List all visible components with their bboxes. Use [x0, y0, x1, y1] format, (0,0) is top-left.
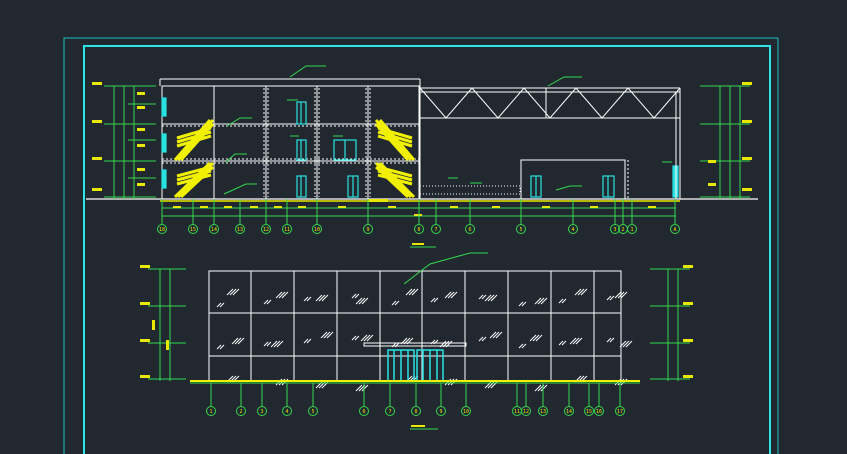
axis-top-bubble	[431, 224, 441, 234]
axis-bottom-label: 4	[285, 409, 288, 415]
axis-top-bubble	[157, 224, 167, 234]
elevation-title	[410, 425, 438, 430]
axis-bottom-bubble	[206, 406, 216, 416]
axis-top-label: 3	[613, 227, 616, 233]
axis-top-bubble	[261, 224, 271, 234]
section-view: 18 15 14 13 12 11 10 9 8 7 6 5 4 321 A	[86, 65, 758, 248]
axis-top-label: 15	[190, 227, 196, 233]
axis-top-label: 4	[571, 227, 574, 233]
axis-bottom-label: 2	[239, 409, 242, 415]
axis-top-label: 2	[621, 227, 624, 233]
axis-bottom-label: 8	[414, 409, 417, 415]
axis-top-bubble	[188, 224, 198, 234]
axis-top-bubble	[209, 224, 219, 234]
axis-bottom-bubble	[385, 406, 395, 416]
inner-frame	[83, 45, 771, 454]
axis-top-bubble	[568, 224, 578, 234]
axis-top-label: 10	[314, 227, 320, 233]
axis-bottom-label: 3	[260, 409, 263, 415]
axis-top-label: 12	[263, 227, 269, 233]
axis-top-label: A	[673, 227, 676, 233]
axis-bottom-bubble	[308, 406, 318, 416]
axis-top-label: 1	[630, 227, 633, 233]
axis-top-bubble	[363, 224, 373, 234]
annotation-leaders	[223, 65, 672, 195]
axis-bottom-bubble	[411, 406, 421, 416]
axis-top-bubble	[610, 224, 620, 234]
axis-top-bubble	[627, 224, 637, 234]
entrance-canopy	[363, 342, 467, 347]
axis-bottom-bubble	[594, 406, 604, 416]
axis-bottom-label: 12	[523, 409, 529, 415]
axis-bottom-bubble	[461, 406, 471, 416]
axis-bottom-label: 13	[540, 409, 546, 415]
axis-bottom-bubble	[615, 406, 625, 416]
axis-bottom-label: 1	[209, 409, 212, 415]
axis-bottom-bubble	[359, 406, 369, 416]
axis-top-bubble	[670, 224, 680, 234]
axis-bottom-bubble	[564, 406, 574, 416]
glass-reflection-marks	[216, 288, 633, 392]
axis-top-bubble	[235, 224, 245, 234]
axis-bottom-label: 17	[617, 409, 623, 415]
axis-top-label: 9	[366, 227, 369, 233]
outer-frame	[63, 37, 779, 454]
axis-top-bubble	[465, 224, 475, 234]
axis-top-bubble	[312, 224, 322, 234]
axis-bottom-label: 14	[566, 409, 572, 415]
axis-bottom-label: 11	[514, 409, 520, 415]
axis-bottom-bubble	[257, 406, 267, 416]
curtain-wall	[208, 270, 622, 382]
entrance-doors	[387, 349, 444, 382]
axis-top-label: 6	[468, 227, 471, 233]
axis-top-label: 18	[159, 227, 165, 233]
axis-top-label: 13	[237, 227, 243, 233]
elevation-level-marks-right	[650, 268, 690, 381]
elevation-level-marks-left	[148, 268, 186, 381]
staircase-left	[173, 119, 215, 199]
axis-bottom-bubble	[282, 406, 292, 416]
axis-bottom-bubble	[436, 406, 446, 416]
axis-bottom-label: 15	[586, 409, 592, 415]
axis-top-bubble	[282, 224, 292, 234]
axis-bottom-label: 7	[388, 409, 391, 415]
axis-top-label: 5	[519, 227, 522, 233]
level-marks-right	[700, 85, 750, 199]
axis-bottom-label: 5	[311, 409, 314, 415]
axis-bottom-label: 10	[463, 409, 469, 415]
axis-bottom-bubble	[538, 406, 548, 416]
axis-top-label: 11	[284, 227, 290, 233]
axis-bottom-bubble	[584, 406, 594, 416]
axis-bottom-label: 9	[439, 409, 442, 415]
truss-hall	[419, 87, 681, 200]
axis-bottom-bubble	[521, 406, 531, 416]
axis-bottom-label: 16	[596, 409, 602, 415]
axis-bottom-bubble	[236, 406, 246, 416]
axis-top-bubble	[516, 224, 526, 234]
axis-bottom-label: 6	[362, 409, 365, 415]
staircase-right	[374, 119, 416, 199]
level-marks-left	[104, 85, 156, 199]
section-title	[410, 243, 436, 248]
axis-top-bubble	[414, 224, 424, 234]
axis-top-label: 14	[211, 227, 217, 233]
axis-top-label: 8	[417, 227, 420, 233]
axis-top-label: 7	[434, 227, 437, 233]
